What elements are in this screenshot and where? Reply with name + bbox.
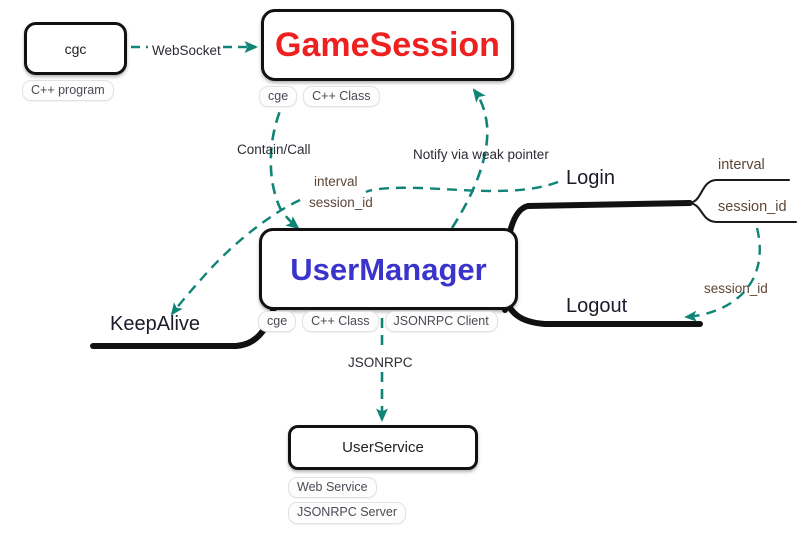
node-gamesession[interactable]: GameSession <box>261 9 514 81</box>
edge-label-session-id-logout: session_id <box>704 281 768 296</box>
tag-cpp-class: C++ Class <box>303 86 380 108</box>
edge-label-interval: interval <box>314 174 358 189</box>
branch-leaf-label-interval[interactable]: interval <box>718 157 765 173</box>
edge-label-session-id: session_id <box>309 195 373 210</box>
tag-cpp-program: C++ program <box>22 80 114 102</box>
edge-label-jsonrpc: JSONRPC <box>348 355 413 370</box>
node-gamesession-tags: cge C++ Class <box>259 86 380 108</box>
node-usermanager[interactable]: UserManager <box>259 228 518 310</box>
tag-jsonrpc-client: JSONRPC Client <box>384 311 498 333</box>
edge-label-notify-via-weak-pointer: Notify via weak pointer <box>413 147 549 162</box>
branch-label-logout[interactable]: Logout <box>566 295 628 317</box>
node-gamesession-label: GameSession <box>275 26 500 64</box>
branch-leaf-label-session-id[interactable]: session_id <box>718 199 787 215</box>
node-userservice-tags: Web Service JSONRPC Server <box>288 477 407 524</box>
tag-cge: cge <box>258 311 297 333</box>
branch-spine-login <box>501 200 693 313</box>
node-userservice-label: UserService <box>342 439 424 456</box>
tag-jsonrpc-server: JSONRPC Server <box>288 502 407 524</box>
edge-sessionid-to-logout <box>684 227 761 322</box>
node-cgc[interactable]: cgc <box>24 22 127 75</box>
tag-cpp-class: C++ Class <box>302 311 379 333</box>
edge-label-contain-call: Contain/Call <box>237 142 311 157</box>
node-cgc-tags: C++ program <box>22 80 114 102</box>
node-usermanager-label: UserManager <box>290 251 487 287</box>
node-userservice[interactable]: UserService <box>288 425 478 470</box>
branch-label-login[interactable]: Login <box>566 167 615 189</box>
branch-label-keepalive[interactable]: KeepAlive <box>110 313 201 335</box>
node-cgc-label: cgc <box>64 40 87 57</box>
edge-contain-call <box>269 95 300 230</box>
tag-cge: cge <box>259 86 298 108</box>
node-usermanager-tags: cge C++ Class JSONRPC Client <box>258 311 498 333</box>
edge-label-websocket: WebSocket <box>152 43 221 58</box>
tag-web-service: Web Service <box>288 477 377 499</box>
edge-login-to-keepalive <box>365 180 559 194</box>
